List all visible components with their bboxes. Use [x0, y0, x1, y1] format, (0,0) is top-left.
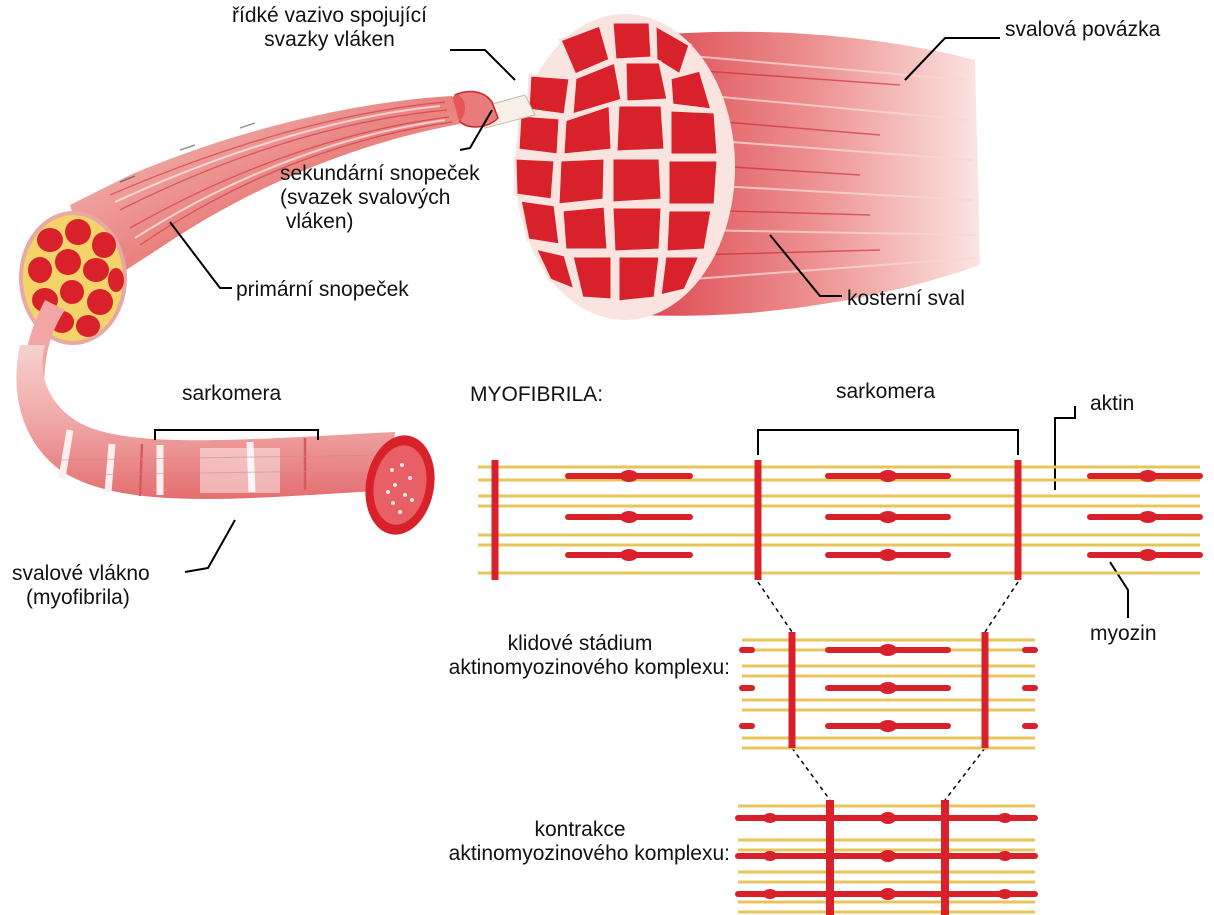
label-myozin: myozin — [1090, 622, 1157, 646]
label-svalove-vlakno-line2: (myofibrila) — [12, 586, 150, 610]
skeletal-muscle — [515, 14, 980, 320]
muscle-fiber — [16, 345, 442, 540]
label-klidove-line2: aktinomyozinového komplexu: — [400, 656, 730, 680]
label-svalove-vlakno-line1: svalové vlákno — [12, 562, 150, 586]
label-ridke-vazivo-line1: řídké vazivo spojující — [212, 4, 447, 28]
label-ridke-vazivo: řídké vazivo spojující svazky vláken — [212, 4, 447, 52]
myofibril-panel — [478, 460, 1200, 580]
label-kontrakce: kontrakce aktinomyozinového komplexu: — [400, 818, 730, 866]
label-sarkomera-fiber: sarkomera — [182, 382, 281, 406]
resting-state-panel — [742, 632, 1035, 748]
label-kosterni-sval: kosterní sval — [847, 287, 965, 311]
label-svalove-vlakno: svalové vlákno (myofibrila) — [12, 562, 150, 610]
label-svalova-povazka: svalová povázka — [1005, 18, 1160, 42]
label-sekundarni-snopecek: sekundární snopeček (svazek svalových vl… — [280, 162, 480, 234]
label-sarkomera-myofibril: sarkomera — [836, 380, 935, 404]
fiber-bundle-rope — [21, 91, 535, 402]
label-primarni-snopecek: primární snopeček — [236, 278, 409, 302]
label-kontrakce-line1: kontrakce — [400, 818, 730, 842]
label-klidove-line1: klidové stádium — [400, 632, 730, 656]
label-sekundarni-line2: (svazek svalových — [280, 186, 480, 210]
label-kontrakce-line2: aktinomyozinového komplexu: — [400, 842, 730, 866]
contraction-panel — [738, 800, 1035, 915]
label-aktin: aktin — [1090, 392, 1134, 416]
label-myofibrila-title: MYOFIBRILA: — [470, 383, 603, 407]
label-sekundarni-line3: vláken) — [280, 210, 480, 234]
label-sekundarni-line1: sekundární snopeček — [280, 162, 480, 186]
label-ridke-vazivo-line2: svazky vláken — [212, 28, 447, 52]
label-klidove-stadium: klidové stádium aktinomyozinového komple… — [400, 632, 730, 680]
